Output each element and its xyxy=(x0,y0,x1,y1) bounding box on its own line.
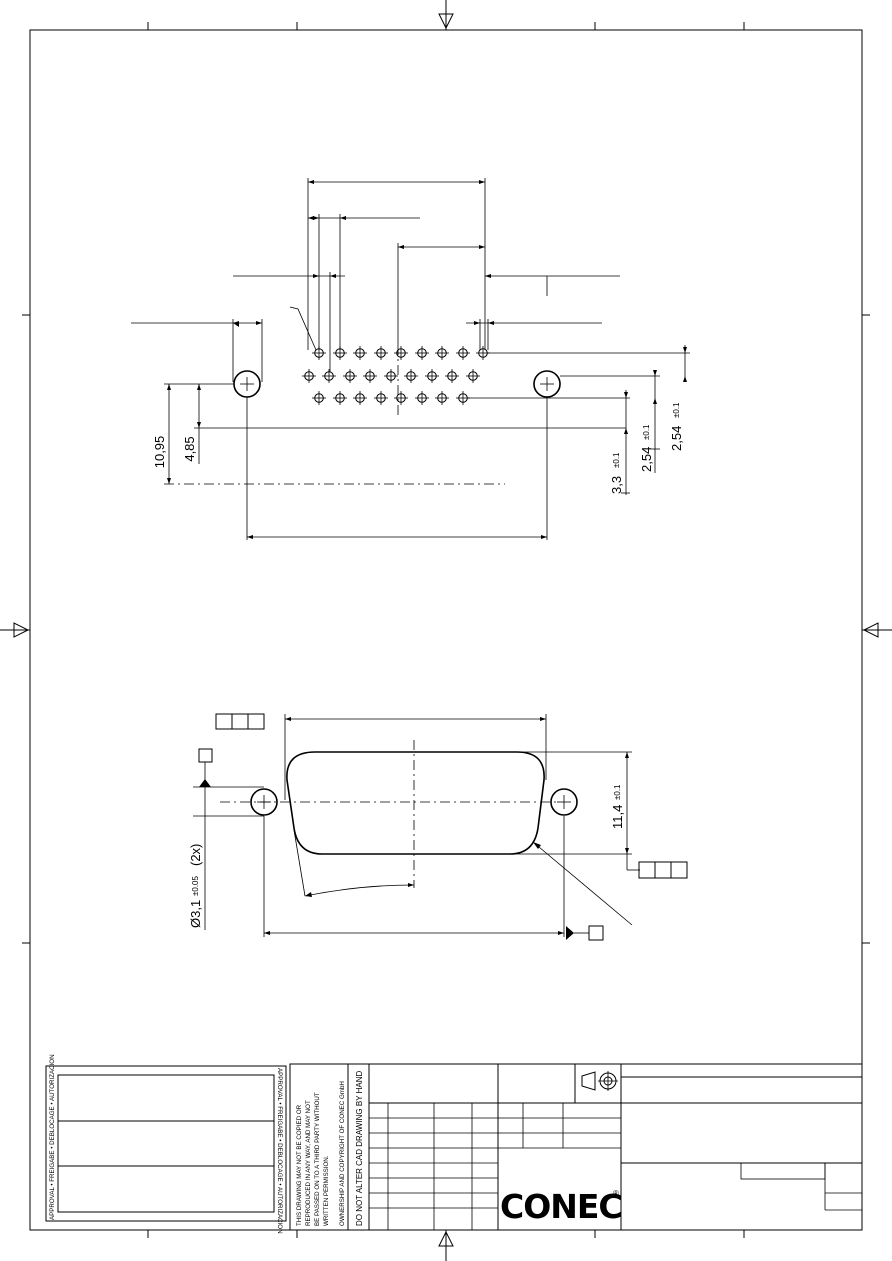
approval-block: APPROVAL • FREIGABE • DEBLOCAGE • AUTORI… xyxy=(45,1054,287,1234)
approval-label-left: APPROVAL • FREIGABE • DEBLOCAGE • AUTORI… xyxy=(49,1054,56,1220)
horizontal-dimensions-top xyxy=(131,178,620,382)
contact-hole-grid xyxy=(302,346,490,405)
dimension-4-85: 4,85 xyxy=(182,436,197,461)
notice-line-1: THIS DRAWING MAY NOT BE COPIED OR xyxy=(296,1104,303,1226)
cad-warning: DO NOT ALTER CAD DRAWING BY HAND xyxy=(355,1070,364,1226)
dimension-hole-diameter: Ø3,1 xyxy=(188,900,203,928)
centering-mark-right xyxy=(862,622,892,638)
dimension-hole-diameter-tolerance: ±0.05 xyxy=(191,875,200,896)
dimension-2-54-lower-tolerance: ±0.1 xyxy=(642,424,651,440)
registered-mark: ® xyxy=(613,1189,619,1198)
notice-line-4: WRITTEN PERMISSION. xyxy=(323,1155,330,1226)
horizontal-dimension-bottom xyxy=(246,397,548,540)
centering-mark-bottom xyxy=(438,1230,454,1261)
dimension-11-4-tolerance: ±0.1 xyxy=(613,784,622,800)
feature-control-frame-top xyxy=(215,713,265,730)
vertical-dimensions-left xyxy=(164,383,626,485)
dimension-3-3: 3,3 xyxy=(609,476,624,494)
dimension-10-95: 10,95 xyxy=(152,436,167,469)
datum-box-left xyxy=(198,748,213,787)
mounting-hole-left xyxy=(233,370,261,398)
datum-box-bottom xyxy=(588,925,604,941)
title-block: THIS DRAWING MAY NOT BE COPIED OR REPROD… xyxy=(289,1063,863,1231)
conec-logo: CONEC xyxy=(500,1187,622,1226)
centering-mark-left xyxy=(0,622,30,638)
d-sub-shell-outline xyxy=(286,751,545,855)
vertical-dimensions-right xyxy=(468,345,690,495)
connector-front-view: 11,4 ±0.1 Ø3,1 ±0.05 (2x) xyxy=(188,713,688,941)
dimension-hole-quantity: (2x) xyxy=(188,844,203,866)
drawing-border xyxy=(22,22,870,1238)
pcb-hole-pattern-view: 10,95 4,85 3,3 ±0.1 2,54 ±0.1 2,54 ±0.1 xyxy=(131,178,690,540)
dimension-2-54-lower: 2,54 xyxy=(639,447,654,472)
dimension-2-54-upper-tolerance: ±0.1 xyxy=(672,402,681,418)
centering-mark-top xyxy=(438,0,454,30)
mounting-hole-right xyxy=(533,370,561,398)
notice-line-2: REPRODUCED IN ANY WAY, AND MAY NOT xyxy=(305,1100,312,1226)
dimension-11-4: 11,4 xyxy=(610,805,625,829)
feature-control-frame-right xyxy=(638,861,688,879)
approval-label-right: APPROVAL • FREIGABE • DEBLOCAGE • AUTORI… xyxy=(276,1068,283,1234)
notice-line-3: BE PASSED ON TO A THIRD PARTY WITHOUT xyxy=(314,1092,321,1226)
copyright-line: OWNERSHIP AND COPYRIGHT OF CONEC GmbH xyxy=(339,1081,346,1226)
front-mounting-hole-right xyxy=(550,788,578,816)
dimension-2-54-upper: 2,54 xyxy=(669,426,684,451)
dimension-3-3-tolerance: ±0.1 xyxy=(612,452,621,468)
projection-symbol-icon xyxy=(581,1071,618,1091)
